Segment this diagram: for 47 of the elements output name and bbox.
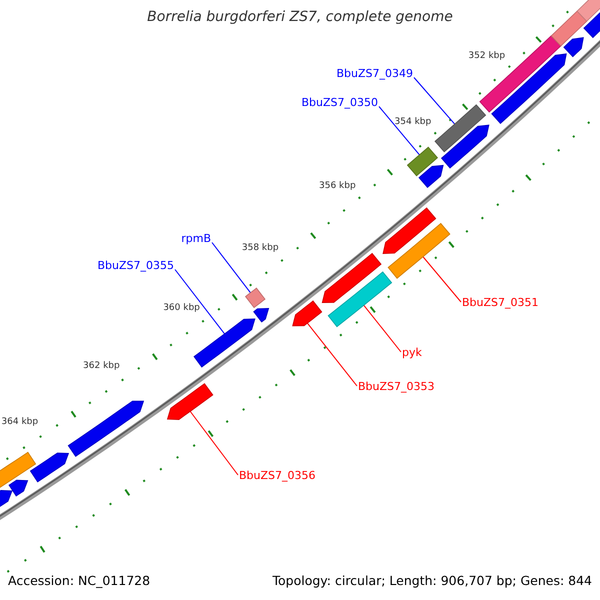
gene-label: BbuZS7_0351 <box>462 296 539 308</box>
scale-label: 360 kbp <box>163 304 200 314</box>
leader-line <box>363 304 402 352</box>
gene-feature <box>322 252 382 303</box>
gene-label: BbuZS7_0349 <box>336 68 413 78</box>
gene-feature <box>292 300 322 326</box>
gene-feature <box>194 318 256 368</box>
leader-line <box>190 410 238 476</box>
title: Borrelia burgdorferi ZS7, complete genome <box>146 10 454 24</box>
gene-feature <box>550 10 588 47</box>
scale-label: 356 kbp <box>319 182 356 191</box>
leader-line <box>174 269 226 334</box>
footer-text: Accession: NC_011728 <box>8 575 150 588</box>
gene-label: rpmB <box>181 232 211 244</box>
gene-feature <box>382 207 436 254</box>
leader-line <box>422 256 462 302</box>
gene-feature <box>440 124 490 169</box>
scale-label: 364 kbp <box>1 418 38 428</box>
gene-feature <box>328 271 392 328</box>
gene-label: BbuZS7_0356 <box>239 470 316 480</box>
gene-feature <box>244 288 266 308</box>
gene-feature <box>8 480 28 497</box>
gene-feature <box>491 53 567 124</box>
leader-line <box>212 242 251 294</box>
scale-label: 354 kbp <box>394 118 432 127</box>
gene-feature <box>388 222 450 279</box>
gene-feature <box>418 164 444 188</box>
gene-feature <box>0 452 36 490</box>
gene-label: BbuZS7_0350 <box>301 96 378 108</box>
gene-feature <box>576 0 600 22</box>
gene-feature <box>434 104 486 152</box>
scale-label: 362 kbp <box>83 362 120 372</box>
gene-feature <box>406 146 438 176</box>
gene-label: BbuZS7_0355 <box>97 260 174 270</box>
gene-feature <box>166 383 214 420</box>
gene-feature <box>30 452 70 482</box>
gene-label: pyk <box>402 346 422 358</box>
leader-line <box>306 322 358 386</box>
scale-label: 358 kbp <box>242 244 279 253</box>
gene-feature <box>253 308 270 323</box>
footer-text: Topology: circular; Length: 906,707 bp; Genes: 844 <box>272 575 592 588</box>
gene-label: BbuZS7_0353 <box>358 380 435 392</box>
leader-line <box>414 77 456 125</box>
scale-label: 352 kbp <box>468 52 506 61</box>
gene-feature <box>68 400 144 457</box>
leader-line <box>378 106 420 156</box>
gene-feature <box>563 37 584 58</box>
